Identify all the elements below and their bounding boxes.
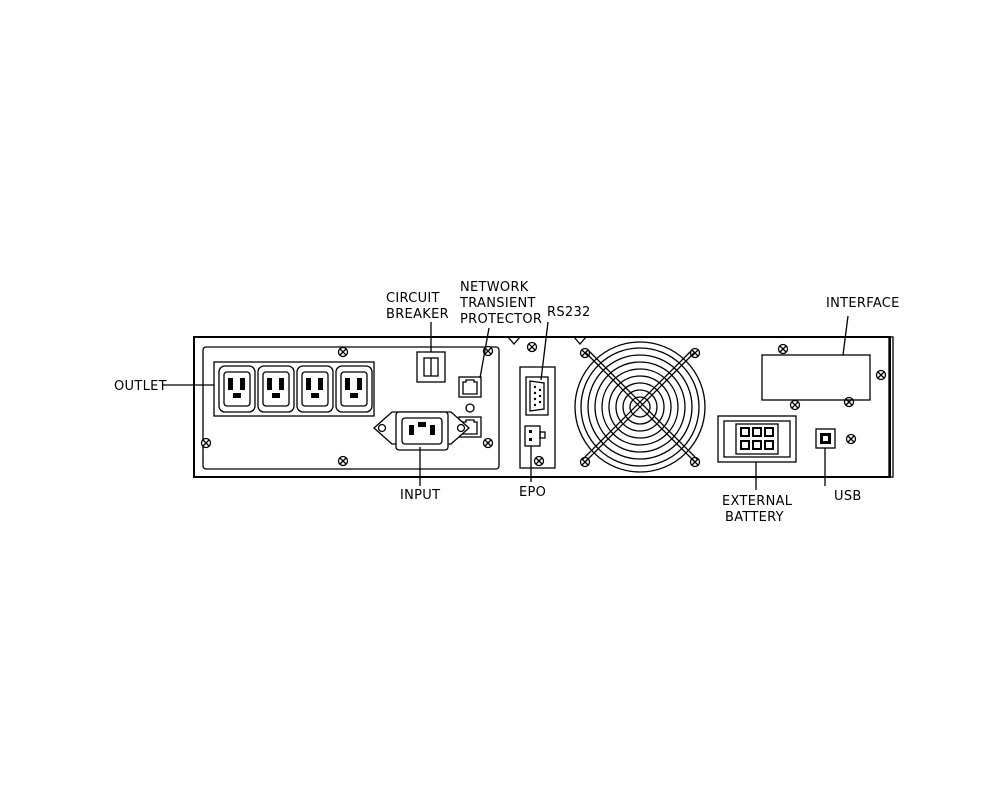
screw-icon <box>579 347 591 359</box>
screw-icon <box>377 423 387 433</box>
interface-label: INTERFACE <box>826 296 900 311</box>
left-module-plate <box>202 346 500 470</box>
screw-icon <box>482 437 494 449</box>
interface-slot <box>761 354 871 401</box>
screw-icon <box>843 396 855 408</box>
outlet-label: OUTLET <box>114 379 167 394</box>
ac-outlet-icon <box>335 365 373 413</box>
screw-icon <box>689 347 701 359</box>
usb-label: USB <box>834 489 862 504</box>
screw-icon <box>337 455 349 467</box>
rs232-port-icon <box>525 376 549 416</box>
callout-labels: CIRCUIT BREAKER NETWORK TRANSIENT PROTEC… <box>114 280 900 525</box>
external-battery-connector <box>717 415 797 463</box>
circuit-breaker-icon <box>416 351 446 383</box>
rj45-port-icon <box>458 376 482 398</box>
epo-connector-icon <box>524 425 546 447</box>
external-battery-label-line-1: EXTERNAL <box>722 494 793 509</box>
network-protector-label-line-3: PROTECTOR <box>460 312 542 327</box>
network-protector-label-line-1: NETWORK <box>460 280 529 295</box>
screw-icon <box>789 399 801 411</box>
screw-icon <box>526 341 538 353</box>
network-port-indicator-icon <box>465 403 475 413</box>
network-protector-label-line-2: TRANSIENT <box>459 296 536 311</box>
epo-label: EPO <box>519 485 546 500</box>
comm-module <box>519 366 556 469</box>
screw-icon <box>533 455 545 467</box>
network-ports <box>458 376 482 438</box>
leader-lines <box>162 315 849 490</box>
ac-outlet-icon <box>218 365 256 413</box>
outlet-block <box>213 361 375 417</box>
circuit-breaker-label-line-2: BREAKER <box>386 307 449 322</box>
screw-icon <box>200 437 212 449</box>
ac-outlet-icon <box>296 365 334 413</box>
screw-icon <box>875 369 887 381</box>
rs232-label: RS232 <box>547 305 591 320</box>
cooling-fan-icon <box>574 341 706 473</box>
ac-input-inlet <box>373 411 470 451</box>
screw-icon <box>482 345 494 357</box>
screw-icon <box>777 343 789 355</box>
ac-outlet-icon <box>257 365 295 413</box>
screw-icon <box>337 346 349 358</box>
chassis <box>193 336 894 478</box>
screw-icon <box>845 433 857 445</box>
external-battery-label-line-2: BATTERY <box>725 510 784 525</box>
usb-port-icon <box>815 428 836 449</box>
panel-screws <box>200 341 887 468</box>
screw-icon <box>456 423 466 433</box>
input-label: INPUT <box>400 488 440 503</box>
circuit-breaker-label-line-1: CIRCUIT <box>386 291 440 306</box>
